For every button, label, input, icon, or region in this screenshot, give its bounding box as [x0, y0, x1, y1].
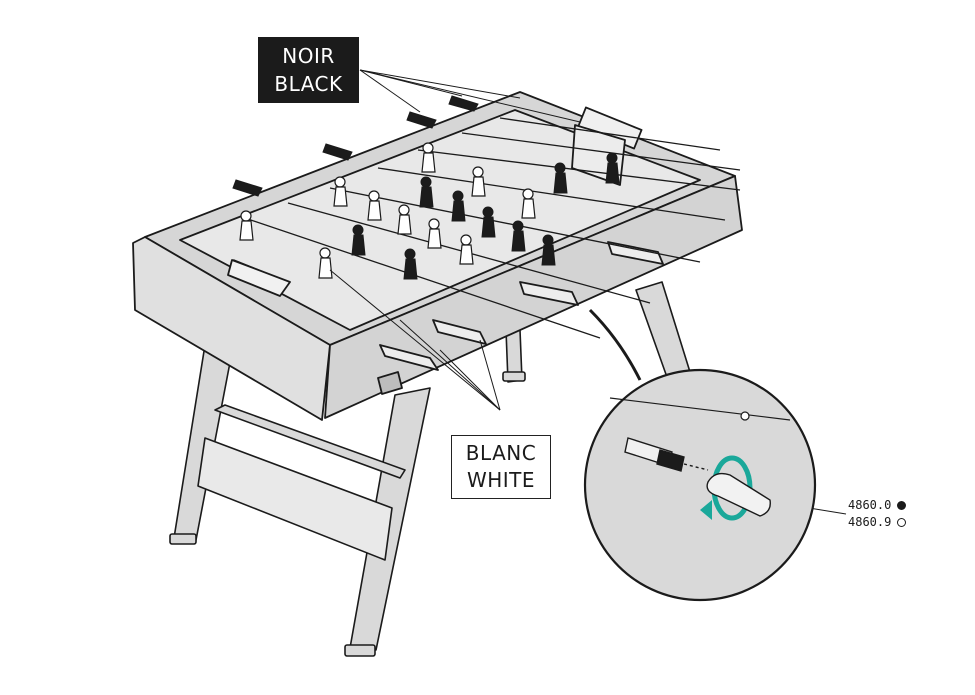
table-legs	[169, 281, 691, 657]
detail-magnifier	[583, 368, 817, 602]
white-handle-detail	[706, 472, 771, 517]
reference-codes: 4860.0 4860.9	[848, 497, 907, 531]
table-body	[132, 91, 743, 421]
leader-lines	[329, 69, 847, 515]
black-callout-line1: NOIR	[282, 44, 335, 68]
black-callout: NOIR BLACK	[258, 37, 359, 103]
white-callout-line2: WHITE	[466, 468, 536, 492]
reference-code-black: 4860.0	[848, 498, 892, 512]
black-dot-icon	[897, 501, 907, 510]
white-dot-icon	[897, 518, 907, 527]
black-handles	[232, 95, 479, 197]
black-callout-line2: BLACK	[274, 72, 343, 96]
rod-end-detail	[624, 437, 709, 472]
white-callout: BLANC WHITE	[451, 435, 551, 499]
black-players	[351, 152, 620, 280]
white-players	[239, 142, 536, 279]
reference-row-black: 4860.0	[848, 497, 907, 514]
white-callout-line1: BLANC	[465, 441, 537, 465]
rod-handles	[379, 241, 664, 371]
reference-code-white: 4860.9	[848, 515, 892, 529]
reference-row-white: 4860.9	[848, 514, 907, 531]
